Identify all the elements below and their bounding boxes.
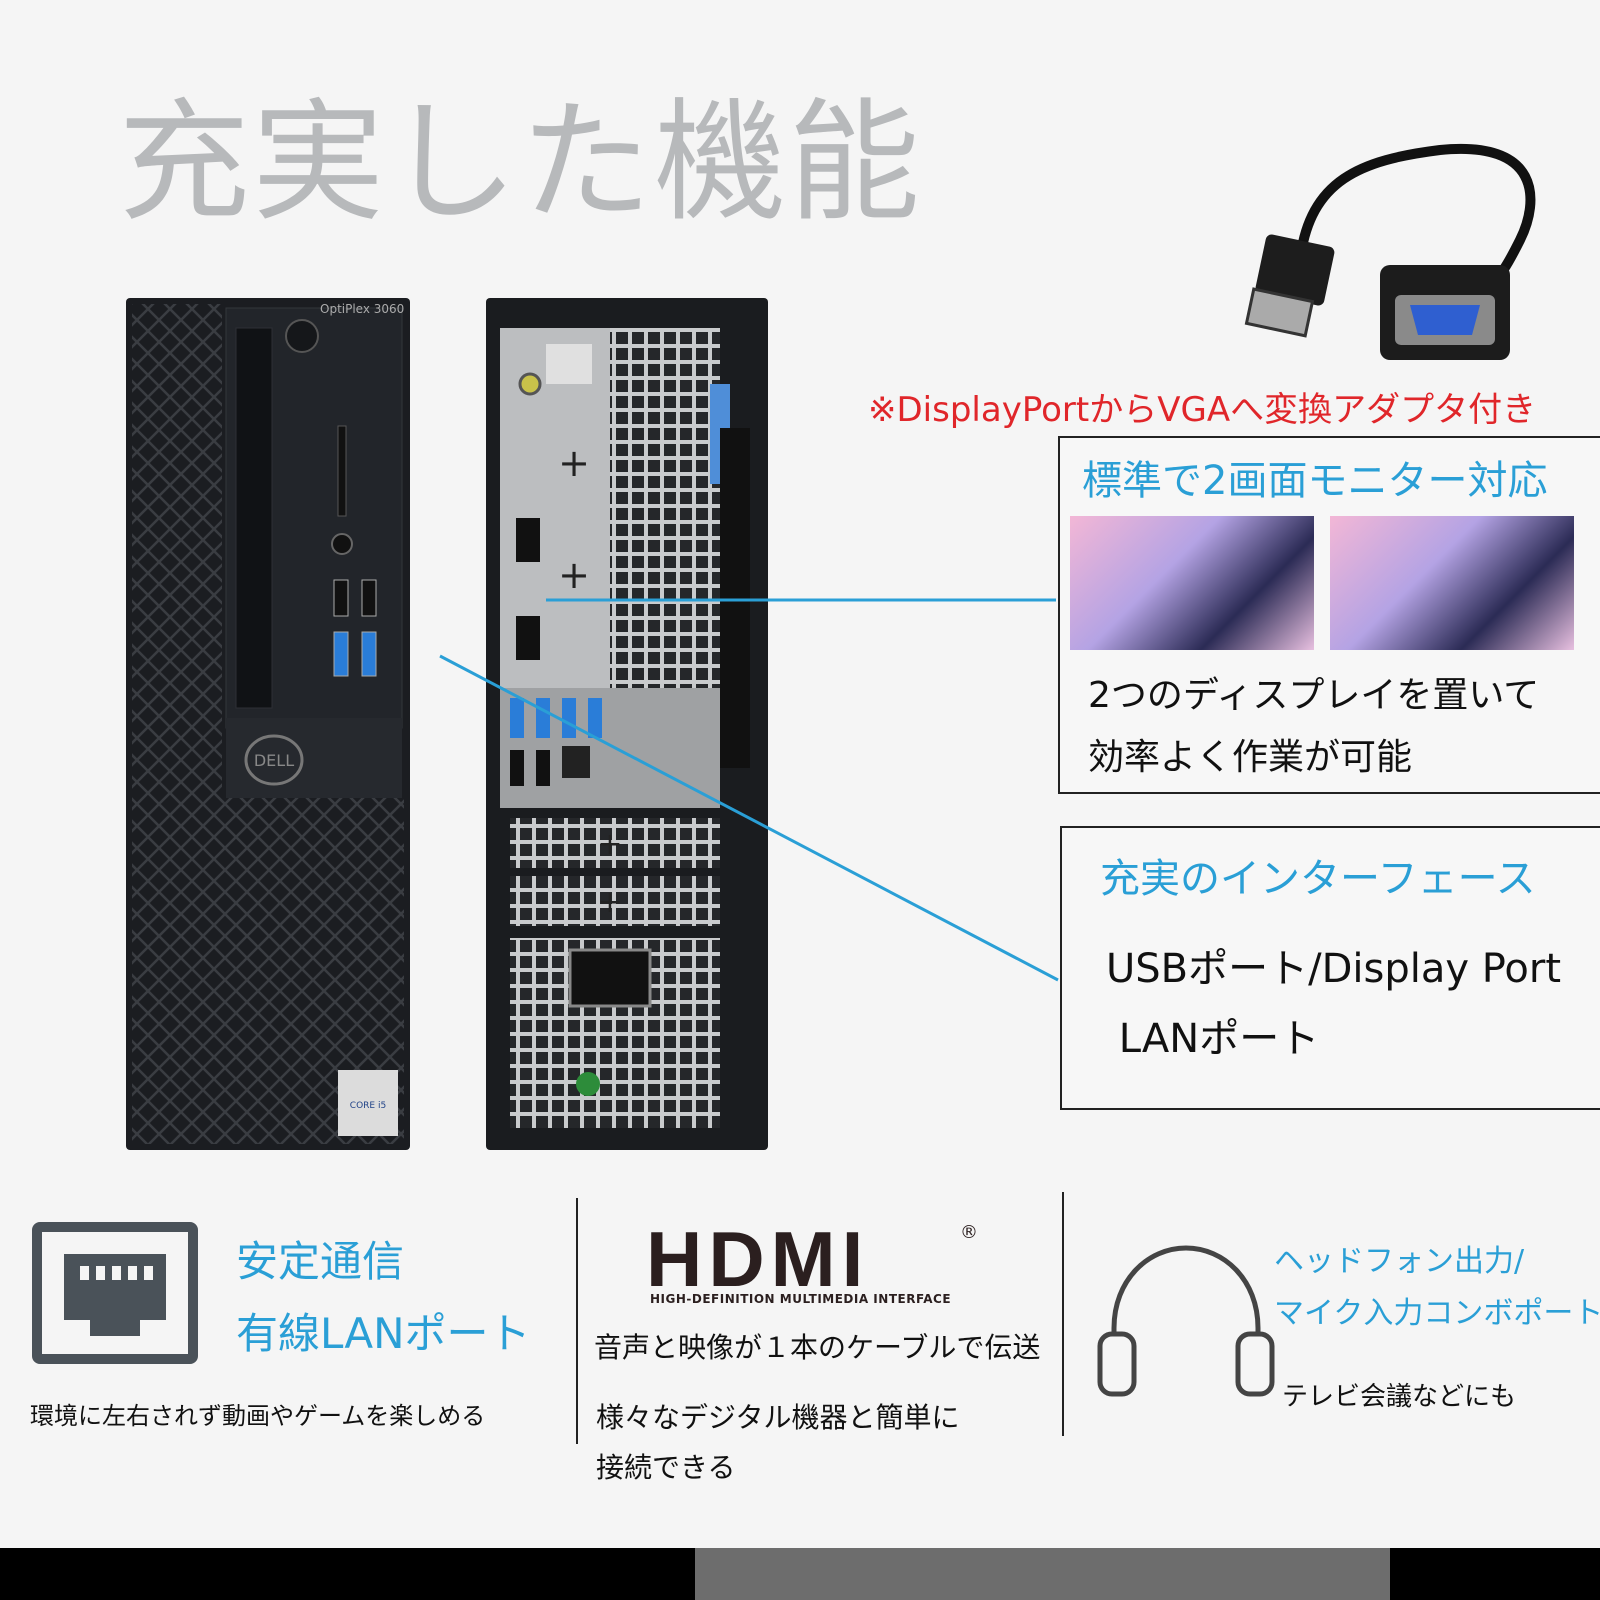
interface-line2: LANポート bbox=[1106, 1016, 1320, 1062]
dual-monitor-line2: 効率よく作業が可能 bbox=[1088, 737, 1413, 778]
hdmi-line2: 様々なデジタル機器と簡単に bbox=[596, 1401, 960, 1434]
model-label: OptiPlex 3060 bbox=[320, 302, 405, 316]
monitor-image-left bbox=[1070, 516, 1314, 650]
audio-heading-2: マイク入力コンボポート bbox=[1274, 1296, 1600, 1331]
svg-text:+: + bbox=[597, 885, 622, 920]
svg-text:DELL: DELL bbox=[254, 751, 294, 770]
footer-gray-block bbox=[695, 1548, 1390, 1600]
svg-text:+: + bbox=[597, 827, 622, 862]
divider-2 bbox=[1062, 1192, 1064, 1436]
hdmi-logo-subtitle: HIGH-DEFINITION MULTIMEDIA INTERFACE bbox=[650, 1292, 952, 1306]
interface-title: 充実のインターフェース bbox=[1100, 856, 1536, 902]
lan-heading-2: 有線LANポート bbox=[236, 1309, 531, 1358]
svg-text:CORE i5: CORE i5 bbox=[350, 1101, 386, 1111]
pc-back-image: + + + + bbox=[486, 298, 768, 1150]
hdmi-registered-mark: ® bbox=[960, 1222, 978, 1243]
monitor-image-right bbox=[1330, 516, 1574, 650]
audio-description: テレビ会議などにも bbox=[1282, 1382, 1517, 1412]
page-title: 充実した機能 bbox=[118, 86, 922, 240]
dual-monitor-box: 標準で2画面モニター対応 2つのディスプレイを置いて 効率よく作業が可能 bbox=[1058, 436, 1600, 794]
svg-text:+: + bbox=[558, 441, 590, 485]
audio-heading-1: ヘッドフォン出力/ bbox=[1274, 1244, 1525, 1279]
hdmi-logo: HDMI bbox=[646, 1215, 870, 1303]
hdmi-line3: 接続できる bbox=[596, 1451, 736, 1484]
adapter-note: ※DisplayPortからVGAへ変換アダプタ付き bbox=[868, 390, 1537, 430]
interface-line1: USBポート/Display Port bbox=[1106, 946, 1562, 992]
dual-monitor-line1: 2つのディスプレイを置いて bbox=[1088, 675, 1540, 716]
lan-port-icon bbox=[32, 1222, 198, 1364]
pc-front-image: DELL CORE i5 OptiPlex 3060 bbox=[126, 298, 410, 1150]
svg-text:+: + bbox=[558, 553, 590, 597]
dp-vga-adapter-image bbox=[1244, 143, 1536, 360]
lan-heading-1: 安定通信 bbox=[236, 1237, 405, 1286]
hdmi-line1: 音声と映像が１本のケーブルで伝送 bbox=[594, 1331, 1041, 1364]
lan-description: 環境に左右されず動画やゲームを楽しめる bbox=[30, 1402, 486, 1430]
divider-1 bbox=[576, 1198, 578, 1444]
dual-monitor-title: 標準で2画面モニター対応 bbox=[1082, 458, 1548, 504]
headphones-icon bbox=[1097, 1245, 1275, 1397]
interface-box: 充実のインターフェース USBポート/Display Port LANポート bbox=[1060, 826, 1600, 1110]
